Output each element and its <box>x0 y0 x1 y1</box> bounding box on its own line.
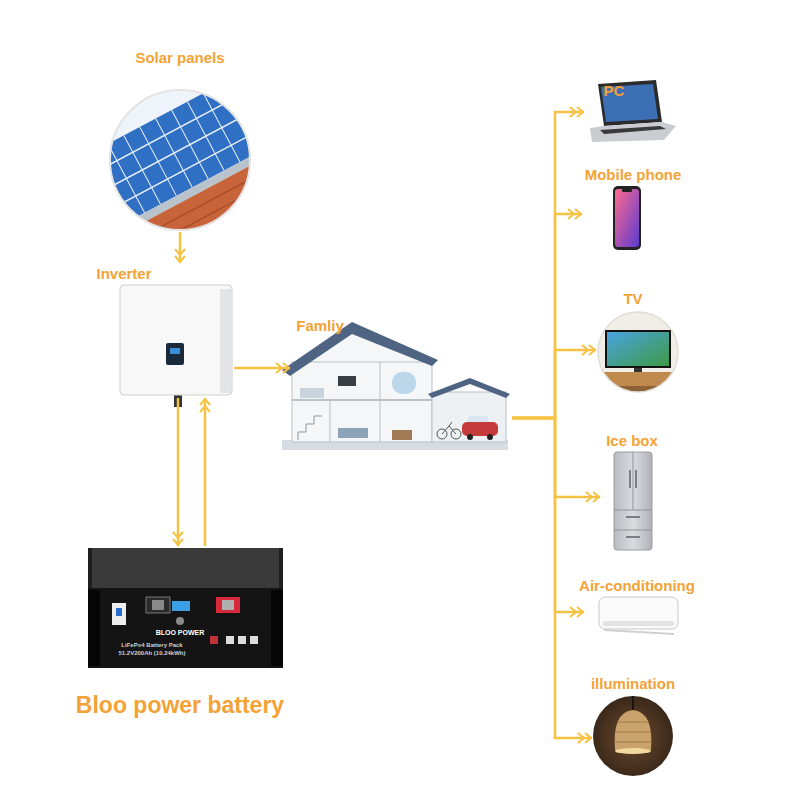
battery-picture <box>88 548 283 668</box>
house-node: Famliy <box>290 315 512 452</box>
node-label: Solar panels <box>100 49 260 67</box>
node-label: Famliy <box>270 317 370 335</box>
power-flow-arrow <box>204 398 207 546</box>
solar-node: Solar panels <box>100 46 260 232</box>
power-flow-arrow <box>177 398 180 546</box>
power-flow-arrow <box>234 367 290 370</box>
appliance-node: Ice box <box>600 430 666 552</box>
node-label: TV <box>573 290 693 308</box>
node-label: Mobile phone <box>563 166 703 184</box>
inverter-picture <box>120 285 232 407</box>
node-label: Inverter <box>74 265 174 283</box>
laptop-picture <box>590 80 676 142</box>
power-flow-arrow <box>512 112 584 418</box>
appliance-node: Air-conditioning <box>584 575 690 638</box>
battery-marking: 51.2V200Ah (10.24kWh) <box>92 650 212 657</box>
appliance-node: TV <box>596 288 680 394</box>
battery-marking: LiFePo4 Battery Pack <box>92 642 212 649</box>
appliance-node: PC <box>584 78 676 142</box>
solar-panel-picture <box>60 57 340 299</box>
air-conditioner-picture <box>599 597 678 634</box>
node-label: Ice box <box>572 432 692 450</box>
house-picture <box>282 322 510 450</box>
appliance-node: Mobile phone <box>582 164 686 252</box>
power-flow-arrow <box>512 418 592 738</box>
power-flow-arrow <box>512 214 582 418</box>
power-flow-arrow <box>179 232 182 263</box>
node-label: PC <box>554 82 674 100</box>
power-flow-arrow <box>512 418 584 612</box>
power-flow-arrow <box>512 350 596 418</box>
inverter-node: Inverter <box>92 263 234 398</box>
battery-marking: BLOO POWER <box>120 629 240 637</box>
node-label: illumination <box>563 675 703 693</box>
fridge-picture <box>614 452 652 550</box>
lamp-picture <box>590 694 676 780</box>
power-flow-arrow <box>512 418 600 497</box>
node-label: Bloo power battery <box>50 692 310 720</box>
phone-picture <box>613 186 641 250</box>
tv-picture <box>596 310 680 396</box>
appliance-node: illumination <box>592 673 676 776</box>
node-label: Air-conditioning <box>557 577 717 595</box>
